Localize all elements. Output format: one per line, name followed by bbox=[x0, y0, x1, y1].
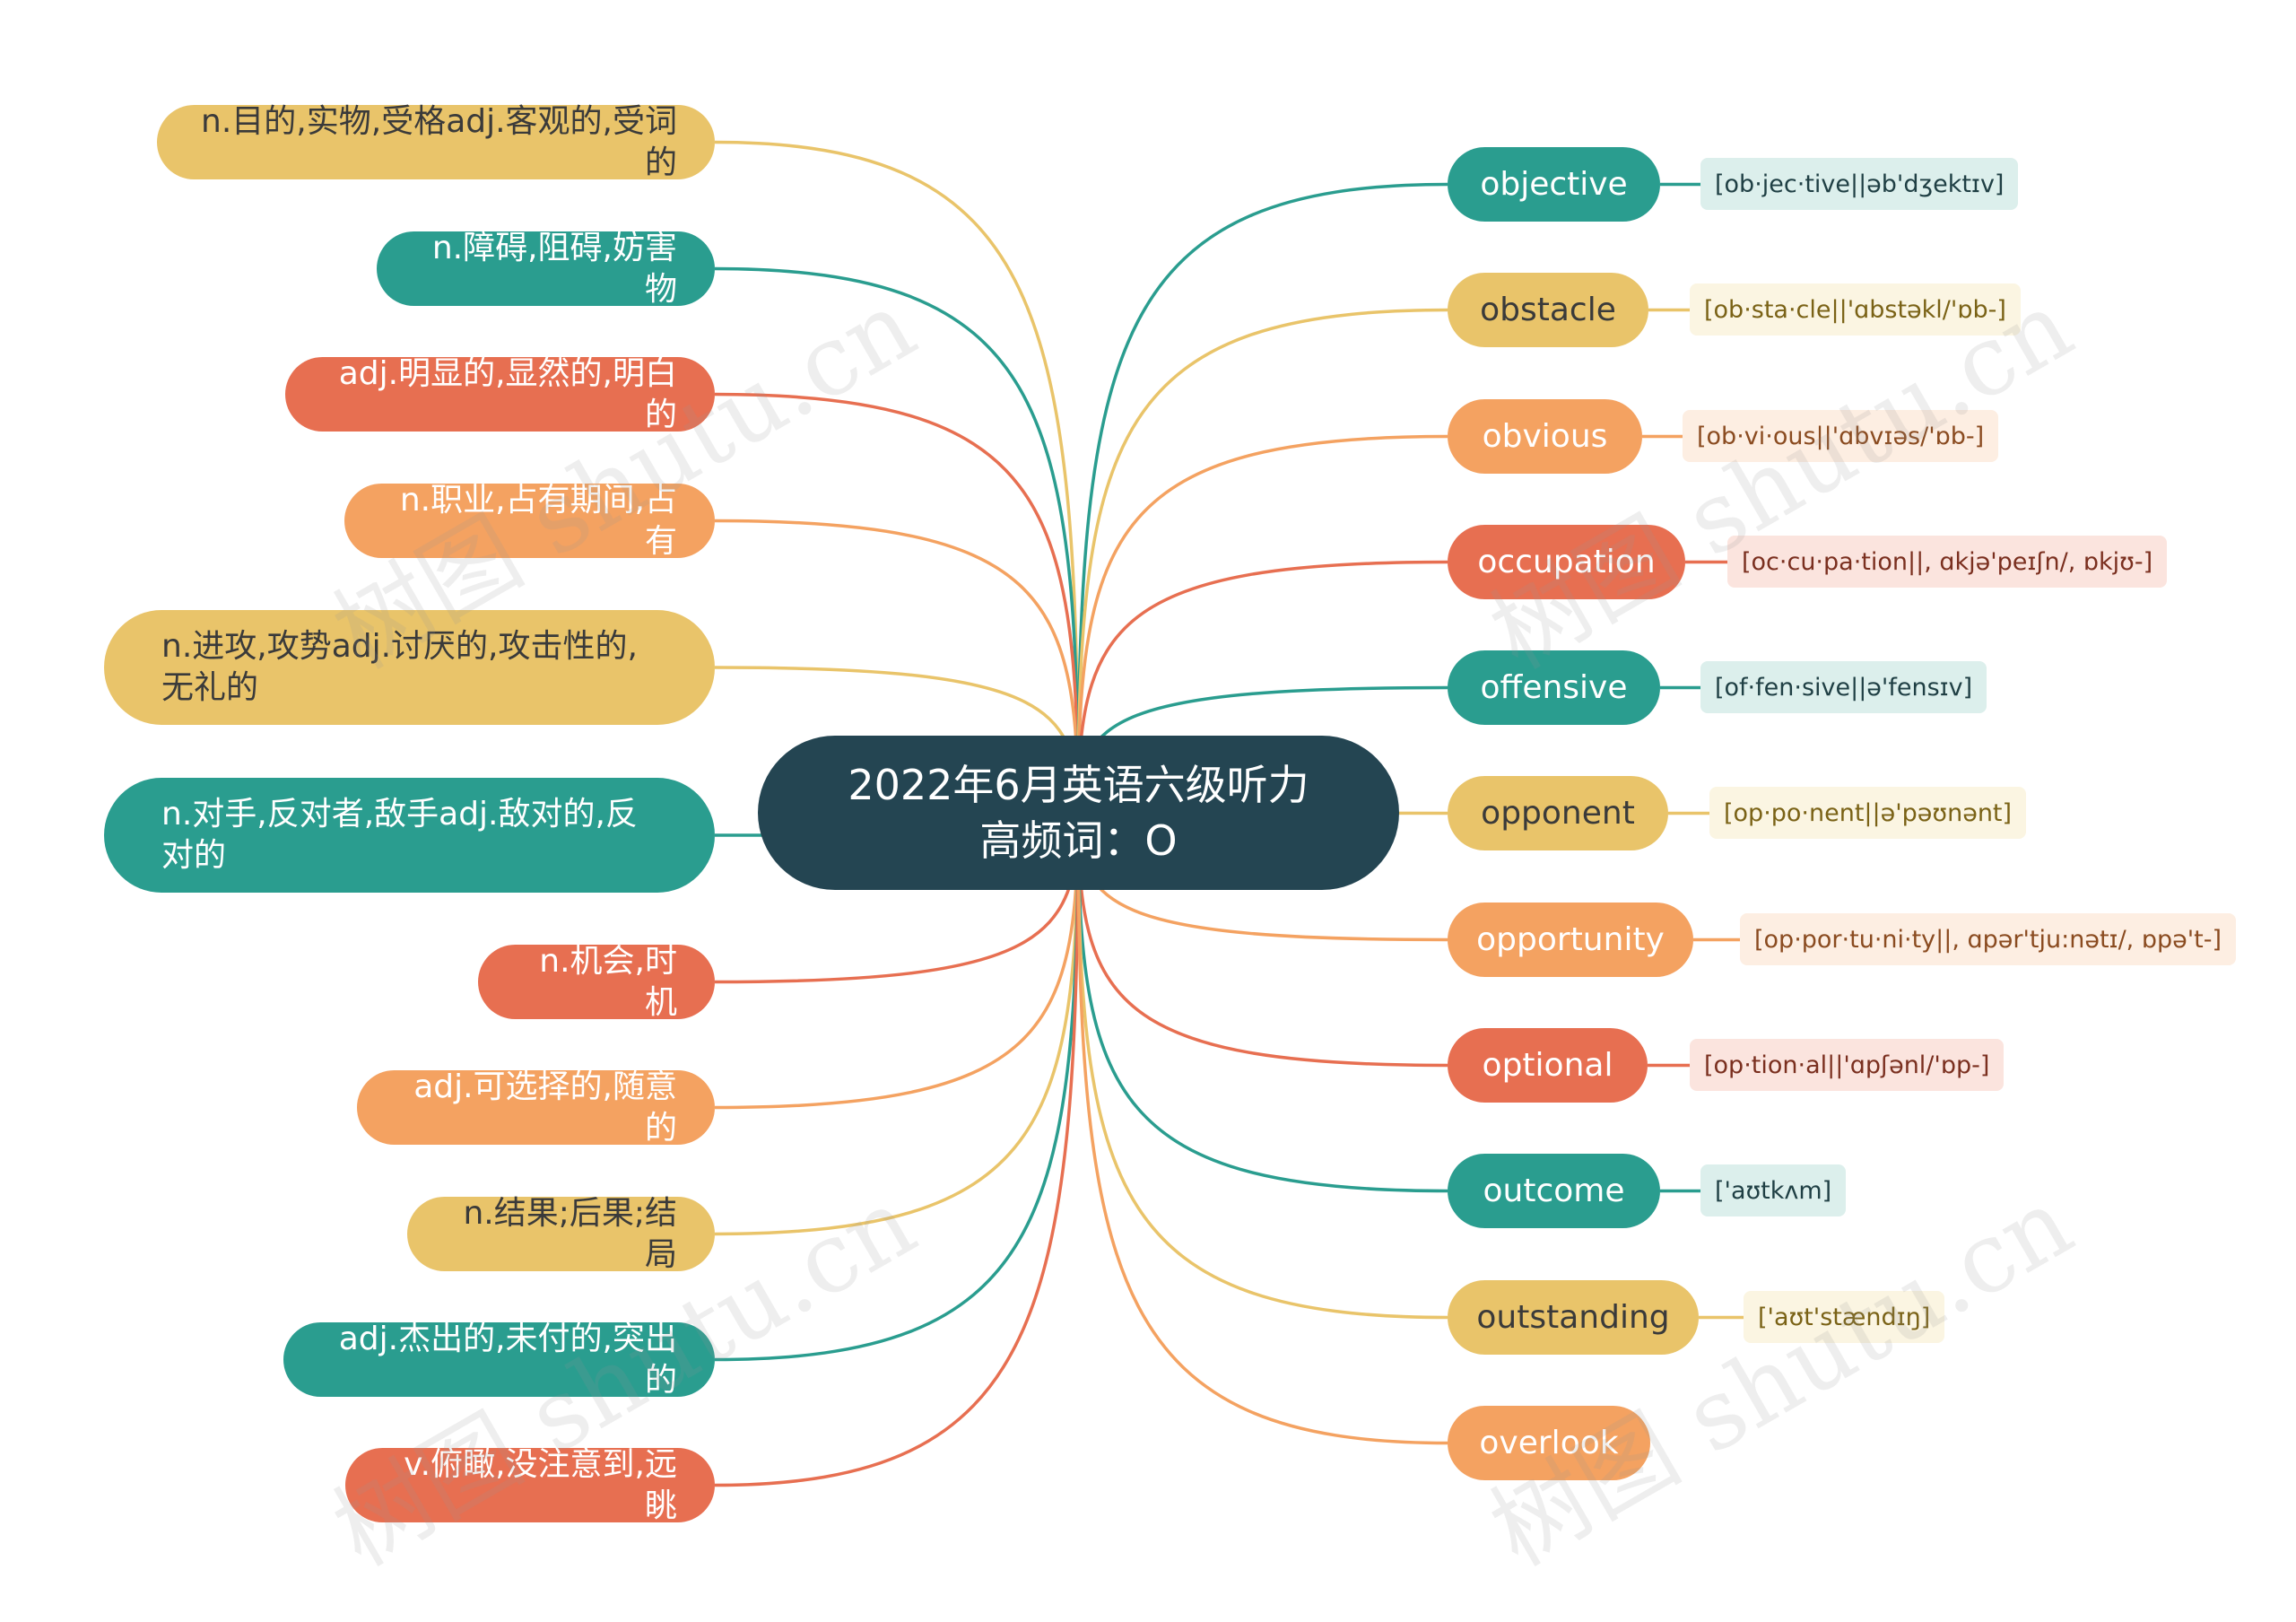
definition-text: n.目的,实物,受格adj.客观的,受词的 bbox=[201, 102, 677, 181]
connector-right bbox=[1076, 434, 1448, 814]
definition-text: adj.可选择的,随意的 bbox=[413, 1068, 677, 1147]
definition-node-opponent[interactable]: n.对手,反对者,敌手adj.敌对的,反对的 bbox=[104, 778, 715, 893]
definition-node-offensive[interactable]: n.进攻,攻势adj.讨厌的,攻击性的,无礼的 bbox=[104, 610, 715, 725]
word-text: outcome bbox=[1483, 1172, 1625, 1209]
central-topic-line-1: 2022年6月英语六级听力 bbox=[848, 761, 1309, 809]
connector-left bbox=[714, 812, 1080, 1362]
word-node-optional[interactable]: optional bbox=[1448, 1028, 1648, 1103]
definition-text: adj.明显的,显然的,明白的 bbox=[338, 354, 677, 433]
word-node-opponent[interactable]: opponent bbox=[1448, 776, 1668, 850]
connector-right bbox=[1076, 182, 1448, 814]
definition-node-outstanding[interactable]: adj.杰出的,未付的,突出的 bbox=[283, 1321, 715, 1399]
word-text: opportunity bbox=[1476, 920, 1665, 958]
phonetic-label-occupation: [oc·cu·pa·tion||, ɑkjə'peɪʃn/, ɒkjʊ-] bbox=[1727, 536, 2168, 588]
definition-text: n.职业,占有期间,占有 bbox=[399, 481, 677, 560]
word-text: offensive bbox=[1480, 668, 1628, 706]
phonetic-label-outcome: ['aʊtkʌm] bbox=[1700, 1164, 1847, 1216]
definition-text: n.障碍,阻碍,妨害物 bbox=[431, 229, 677, 308]
word-node-obstacle[interactable]: obstacle bbox=[1448, 273, 1648, 347]
definition-node-obvious[interactable]: adj.明显的,显然的,明白的 bbox=[285, 355, 715, 433]
phonetic-label-objective: [ob·jec·tive||əb'dʒektɪv] bbox=[1700, 158, 2019, 210]
word-node-occupation[interactable]: occupation bbox=[1448, 525, 1685, 599]
phonetic-label-obstacle: [ob·sta·cle||'ɑbstəkl/'ɒb-] bbox=[1690, 283, 2021, 336]
phonetic-label-opponent: [op·po·nent||ə'pəʊnənt] bbox=[1709, 787, 2027, 839]
word-text: obstacle bbox=[1480, 291, 1616, 328]
definition-node-overlook[interactable]: v.俯瞰,没注意到,远眺 bbox=[345, 1446, 715, 1524]
phonetic-label-outstanding: ['aʊt'stændɪŋ] bbox=[1744, 1291, 1945, 1343]
word-text: occupation bbox=[1477, 543, 1656, 580]
word-node-obvious[interactable]: obvious bbox=[1448, 399, 1642, 474]
definition-node-outcome[interactable]: n.结果;后果;结局 bbox=[407, 1195, 715, 1273]
word-node-outcome[interactable]: outcome bbox=[1448, 1154, 1660, 1228]
word-node-objective[interactable]: objective bbox=[1448, 147, 1660, 222]
word-text: opponent bbox=[1481, 794, 1635, 832]
definition-node-opportunity[interactable]: n.机会,时机 bbox=[478, 943, 715, 1021]
connector-right bbox=[1076, 812, 1448, 1445]
word-node-outstanding[interactable]: outstanding bbox=[1448, 1280, 1699, 1355]
definition-text: n.结果;后果;结局 bbox=[463, 1194, 677, 1273]
word-text: overlook bbox=[1479, 1424, 1619, 1461]
connector-left bbox=[714, 519, 1080, 814]
connector-left bbox=[714, 266, 1080, 814]
definition-node-objective[interactable]: n.目的,实物,受格adj.客观的,受词的 bbox=[157, 103, 715, 181]
word-text: outstanding bbox=[1476, 1298, 1670, 1336]
connector-left bbox=[714, 392, 1080, 814]
definition-node-obstacle[interactable]: n.障碍,阻碍,妨害物 bbox=[377, 230, 715, 308]
word-text: optional bbox=[1482, 1046, 1613, 1084]
connector-left bbox=[714, 812, 1080, 1487]
central-topic[interactable]: 2022年6月英语六级听力 高频词：O bbox=[758, 736, 1399, 890]
definition-text: n.进攻,攻势adj.讨厌的,攻击性的,无礼的 bbox=[161, 628, 638, 706]
connector-left bbox=[714, 812, 1080, 1110]
connector-left bbox=[714, 140, 1080, 814]
definition-node-occupation[interactable]: n.职业,占有期间,占有 bbox=[344, 482, 715, 560]
phonetic-label-offensive: [of·fen·sive||ə'fensɪv] bbox=[1700, 661, 1987, 713]
word-node-offensive[interactable]: offensive bbox=[1448, 650, 1660, 725]
phonetic-label-optional: [op·tion·al||'ɑpʃənl/'ɒp-] bbox=[1690, 1039, 2005, 1091]
definition-text: adj.杰出的,未付的,突出的 bbox=[338, 1320, 677, 1399]
word-text: objective bbox=[1480, 165, 1628, 203]
word-node-opportunity[interactable]: opportunity bbox=[1448, 903, 1693, 977]
phonetic-label-opportunity: [op·por·tu·ni·ty||, ɑpər'tju:nətɪ/, ɒpə'… bbox=[1740, 913, 2237, 965]
definition-text: n.对手,反对者,敌手adj.敌对的,反对的 bbox=[161, 796, 638, 874]
connector-right bbox=[1076, 308, 1448, 814]
word-text: obvious bbox=[1482, 417, 1608, 455]
definition-text: v.俯瞰,没注意到,远眺 bbox=[404, 1445, 677, 1524]
phonetic-label-obvious: [ob·vi·ous||'ɑbvɪəs/'ɒb-] bbox=[1683, 410, 1999, 462]
definition-node-optional[interactable]: adj.可选择的,随意的 bbox=[357, 1068, 715, 1147]
definition-text: n.机会,时机 bbox=[539, 942, 677, 1021]
central-topic-line-2: 高频词：O bbox=[979, 816, 1178, 865]
word-node-overlook[interactable]: overlook bbox=[1448, 1406, 1650, 1480]
